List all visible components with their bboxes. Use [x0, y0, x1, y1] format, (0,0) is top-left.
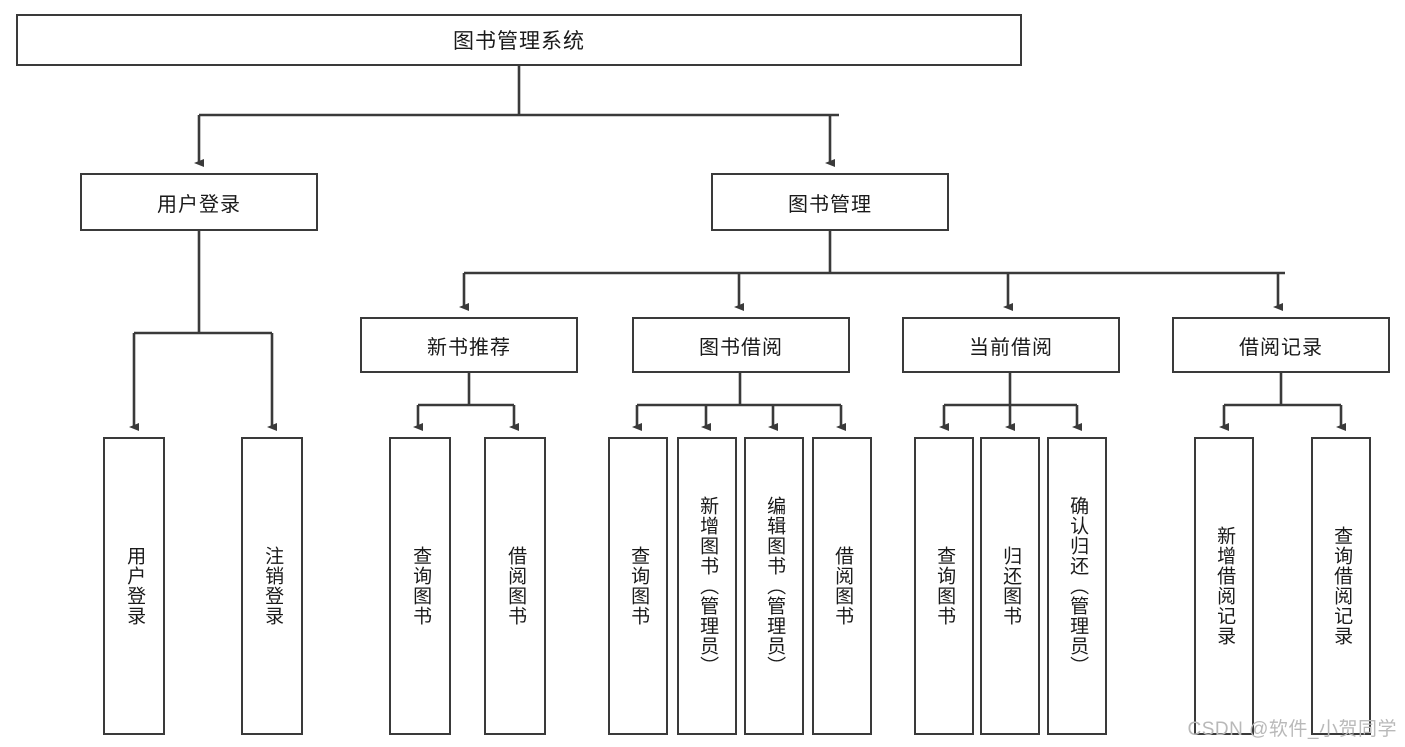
- node-leaf-user-logout[interactable]: 注销登录: [241, 437, 303, 735]
- node-new-book-recommend[interactable]: 新书推荐: [360, 317, 578, 373]
- node-leaf-query-book-3-label: 查询图书: [934, 546, 956, 626]
- node-leaf-borrow-book-1-label: 借阅图书: [505, 546, 527, 626]
- node-leaf-user-login[interactable]: 用户登录: [103, 437, 165, 735]
- node-leaf-user-logout-label: 注销登录: [262, 546, 284, 626]
- node-book-borrow[interactable]: 图书借阅: [632, 317, 850, 373]
- node-leaf-query-book-2-label: 查询图书: [628, 546, 650, 626]
- node-leaf-add-book-label: 新增图书（管理员）: [697, 496, 719, 676]
- node-leaf-borrow-book-1[interactable]: 借阅图书: [484, 437, 546, 735]
- node-leaf-edit-book[interactable]: 编辑图书（管理员）: [744, 437, 804, 735]
- node-leaf-confirm-return-label: 确认归还（管理员）: [1067, 496, 1089, 676]
- node-leaf-query-book-2[interactable]: 查询图书: [608, 437, 668, 735]
- node-current-borrow[interactable]: 当前借阅: [902, 317, 1120, 373]
- node-borrow-record-label: 借阅记录: [1239, 336, 1323, 359]
- node-user-login-label: 用户登录: [157, 193, 241, 216]
- watermark-text: CSDN @软件_小贺同学: [1187, 719, 1397, 740]
- node-leaf-borrow-book-2[interactable]: 借阅图书: [812, 437, 872, 735]
- node-leaf-return-book-label: 归还图书: [1000, 546, 1022, 626]
- node-leaf-query-book-3[interactable]: 查询图书: [914, 437, 974, 735]
- node-book-manage-label: 图书管理: [788, 193, 872, 216]
- node-new-book-recommend-label: 新书推荐: [427, 336, 511, 359]
- node-book-manage[interactable]: 图书管理: [711, 173, 949, 231]
- node-user-login[interactable]: 用户登录: [80, 173, 318, 231]
- node-book-borrow-label: 图书借阅: [699, 336, 783, 359]
- node-leaf-edit-book-label: 编辑图书（管理员）: [764, 496, 786, 676]
- node-leaf-confirm-return[interactable]: 确认归还（管理员）: [1047, 437, 1107, 735]
- node-leaf-return-book[interactable]: 归还图书: [980, 437, 1040, 735]
- node-leaf-query-record[interactable]: 查询借阅记录: [1311, 437, 1371, 735]
- node-current-borrow-label: 当前借阅: [969, 336, 1053, 359]
- node-root-label: 图书管理系统: [453, 30, 585, 53]
- node-leaf-add-record-label: 新增借阅记录: [1214, 526, 1236, 646]
- node-leaf-query-book-1-label: 查询图书: [410, 546, 432, 626]
- node-leaf-query-book-1[interactable]: 查询图书: [389, 437, 451, 735]
- node-leaf-borrow-book-2-label: 借阅图书: [832, 546, 854, 626]
- node-leaf-query-record-label: 查询借阅记录: [1331, 526, 1353, 646]
- node-leaf-add-book[interactable]: 新增图书（管理员）: [677, 437, 737, 735]
- node-root[interactable]: 图书管理系统: [16, 14, 1022, 66]
- node-leaf-user-login-label: 用户登录: [124, 546, 146, 626]
- node-leaf-add-record[interactable]: 新增借阅记录: [1194, 437, 1254, 735]
- node-borrow-record[interactable]: 借阅记录: [1172, 317, 1390, 373]
